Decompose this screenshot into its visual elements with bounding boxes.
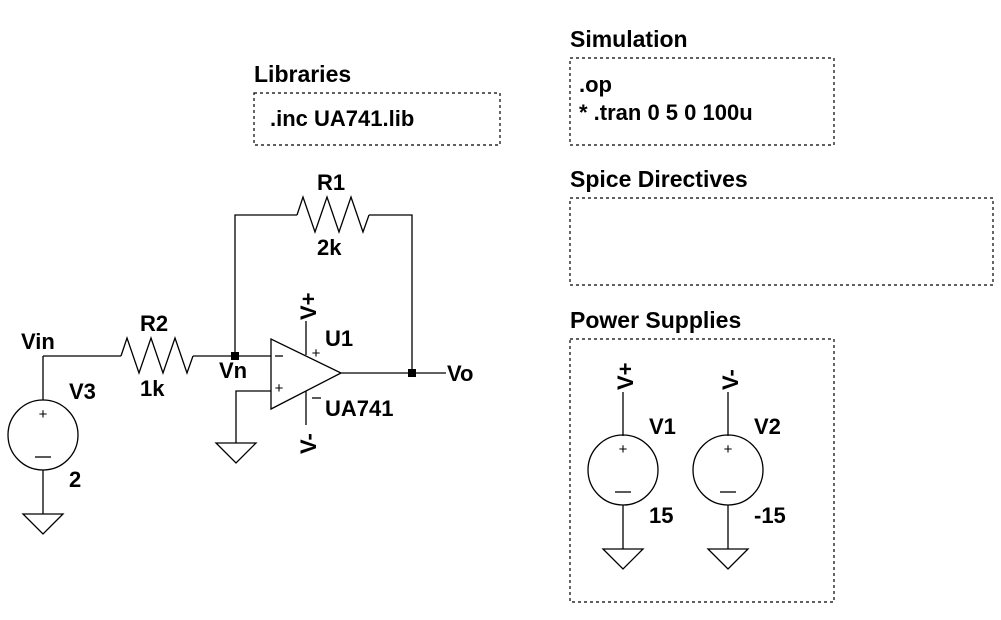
noninverting-input-sign: + — [275, 380, 284, 397]
net-label-vminus[interactable]: V- — [718, 369, 743, 390]
r2-symbol — [120, 335, 194, 376]
wire-feedback-right[interactable] — [369, 214, 413, 373]
ground-icon — [706, 548, 750, 570]
v1-name[interactable]: V1 — [649, 414, 676, 439]
spice-directives-block[interactable]: Spice Directives — [569, 166, 994, 286]
power-supplies-title: Power Supplies — [570, 307, 741, 333]
net-label-vin[interactable]: Vin — [21, 329, 55, 354]
r2-value[interactable]: 1k — [140, 376, 165, 401]
simulation-block[interactable]: Simulation .op * .tran 0 5 0 100u — [569, 26, 835, 146]
net-label-vo[interactable]: Vo — [447, 361, 473, 386]
u1-name[interactable]: U1 — [325, 326, 353, 351]
wire-feedback-left[interactable] — [234, 214, 297, 356]
net-label-vplus[interactable]: V+ — [613, 362, 638, 390]
simulation-directive-op[interactable]: .op — [579, 72, 612, 97]
ground-icon — [21, 513, 65, 535]
simulation-box[interactable] — [569, 57, 835, 146]
libraries-title: Libraries — [254, 61, 351, 87]
ground-icon — [601, 548, 645, 570]
voltage-source-v3[interactable]: + V3 2 — [7, 356, 96, 535]
junction-dot — [408, 369, 416, 377]
v1-value[interactable]: 15 — [649, 503, 673, 528]
v3-value[interactable]: 2 — [69, 467, 81, 492]
spice-directives-box[interactable] — [569, 197, 994, 286]
libraries-block[interactable]: Libraries .inc UA741.lib — [253, 61, 501, 146]
r1-name[interactable]: R1 — [317, 170, 345, 195]
net-label-vplus[interactable]: V+ — [296, 292, 321, 320]
ground-icon — [214, 442, 258, 464]
net-label-vn[interactable]: Vn — [219, 358, 247, 383]
voltage-source-v1[interactable]: V+ + V1 15 — [587, 362, 676, 570]
plus-sign: + — [39, 406, 48, 423]
libraries-box[interactable] — [253, 92, 501, 146]
spice-directives-title: Spice Directives — [570, 166, 748, 192]
plus-sign: + — [619, 441, 628, 458]
resistor-r2[interactable]: R2 1k — [120, 311, 194, 401]
net-label-vminus[interactable]: V- — [296, 433, 321, 454]
voltage-source-v2[interactable]: V- + V2 -15 — [692, 369, 786, 570]
r1-value[interactable]: 2k — [317, 235, 342, 260]
wire-noninv-ground[interactable] — [235, 390, 271, 443]
r2-name[interactable]: R2 — [140, 311, 168, 336]
r1-symbol — [296, 194, 370, 235]
resistor-r1[interactable]: R1 2k — [296, 170, 370, 260]
v3-name[interactable]: V3 — [69, 379, 96, 404]
v2-name[interactable]: V2 — [754, 414, 781, 439]
plus-sign: + — [724, 441, 733, 458]
libraries-directive[interactable]: .inc UA741.lib — [270, 106, 414, 131]
supply-plus-sign: + — [312, 345, 321, 362]
u1-model[interactable]: UA741 — [325, 396, 393, 421]
opamp-u1[interactable]: + + V+ V- U1 UA741 — [270, 292, 393, 454]
simulation-directive-tran[interactable]: * .tran 0 5 0 100u — [579, 100, 753, 125]
v2-value[interactable]: -15 — [754, 503, 786, 528]
power-supplies-box[interactable] — [569, 338, 835, 603]
power-supplies-block[interactable]: Power Supplies V+ + V1 15 V- + V2 -15 — [569, 307, 835, 603]
simulation-title: Simulation — [570, 26, 688, 52]
